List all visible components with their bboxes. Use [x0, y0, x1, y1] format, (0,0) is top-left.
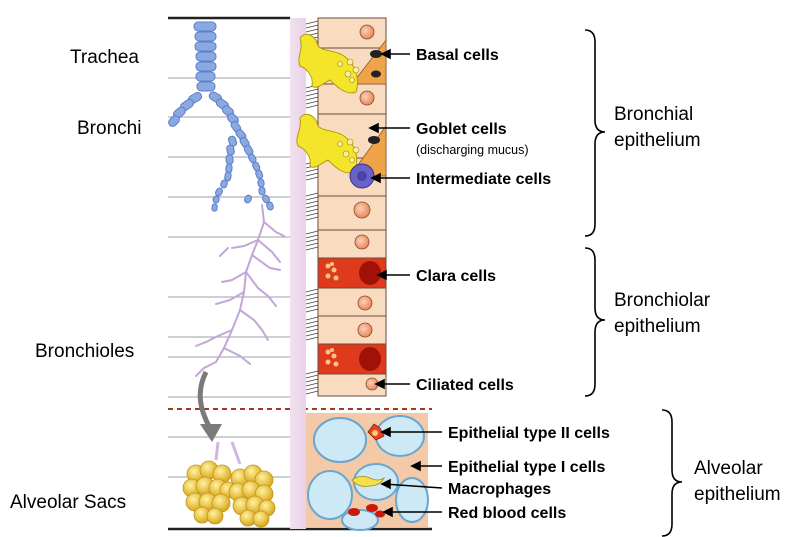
alveolar-sacs: [183, 442, 275, 527]
trachea-rings: [194, 22, 216, 91]
epithelium-column: [297, 18, 386, 396]
label-clara-cells: Clara cells: [416, 268, 496, 285]
label-type1-cells: Epithelial type I cells: [448, 459, 605, 476]
basement-band: [290, 18, 306, 529]
brace-bronchiolar: [585, 248, 605, 396]
label-bronchiolar-2: epithelium: [614, 316, 701, 337]
label-bronchiolar-1: Bronchiolar: [614, 290, 711, 311]
label-bronchi: Bronchi: [77, 118, 141, 139]
label-alveolar-2: epithelium: [694, 484, 781, 505]
arrow-head-icon: [200, 424, 222, 442]
label-intermediate-cells: Intermediate cells: [416, 171, 551, 188]
label-bronchioles: Bronchioles: [35, 341, 134, 362]
label-alveolar-sacs: Alveolar Sacs: [10, 492, 126, 513]
arrow-icon: [200, 372, 210, 428]
label-red-blood-cells: Red blood cells: [448, 505, 566, 522]
label-macrophages: Macrophages: [448, 481, 551, 498]
bronchioles-tree: [196, 205, 284, 376]
label-trachea: Trachea: [70, 47, 139, 68]
bronchi-branches: [167, 91, 274, 212]
label-goblet-note: (discharging mucus): [416, 143, 529, 157]
label-bronchial-2: epithelium: [614, 130, 701, 151]
brace-bronchial: [585, 30, 605, 236]
label-basal-cells: Basal cells: [416, 47, 499, 64]
label-type2-cells: Epithelial type II cells: [448, 425, 610, 442]
label-ciliated-cells: Ciliated cells: [416, 377, 514, 394]
label-goblet-cells: Goblet cells: [416, 121, 507, 138]
label-bronchial-1: Bronchial: [614, 104, 693, 125]
brace-alveolar: [662, 410, 682, 536]
label-alveolar-1: Alveolar: [694, 458, 763, 479]
